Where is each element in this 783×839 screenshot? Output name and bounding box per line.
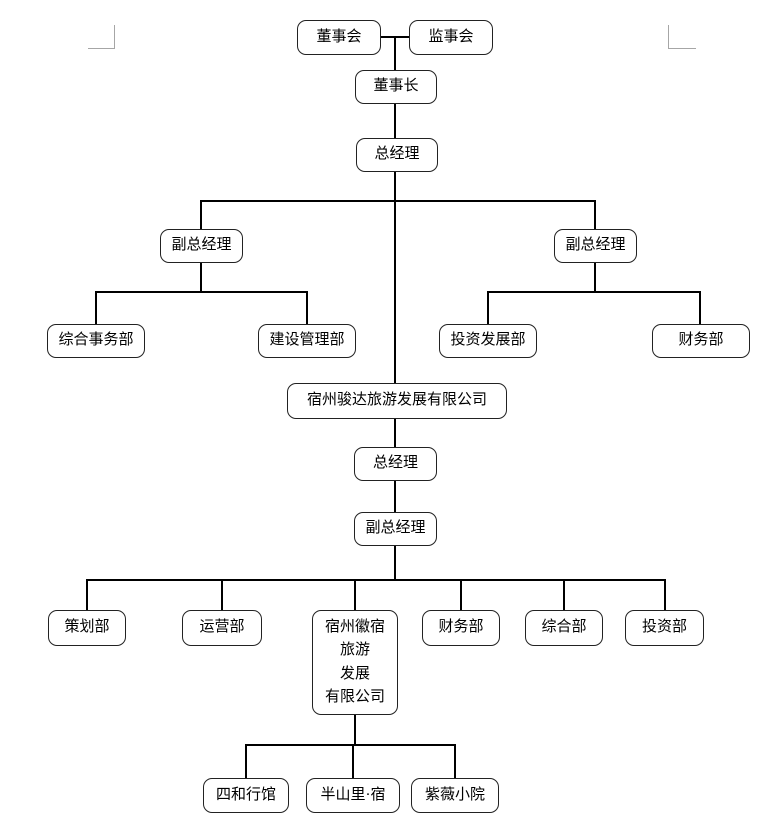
connector-left-branch-horizontal [95, 291, 308, 293]
connector-dgm-left-drop [200, 200, 202, 229]
org-node-general-affairs-dept: 综合事务部 [47, 324, 145, 358]
connector-sihe-drop [245, 744, 247, 778]
connector-dgm-right-drop [594, 200, 596, 229]
org-node-dgm-right: 副总经理 [554, 229, 637, 263]
org-node-operations-dept: 运营部 [182, 610, 262, 646]
connector-operations-drop [221, 579, 223, 610]
org-node-board: 董事会 [297, 20, 381, 55]
org-node-banshanli-su: 半山里·宿 [306, 778, 400, 813]
connector-dept-row-horizontal [86, 579, 666, 581]
org-node-company-huisu: 宿州徽宿 旅游 发展 有限公司 [312, 610, 398, 715]
org-node-construction-dept: 建设管理部 [258, 324, 356, 358]
org-node-supervisory: 监事会 [409, 20, 493, 55]
org-node-ziwei-courtyard: 紫薇小院 [411, 778, 499, 813]
connector-right-branch-horizontal [487, 291, 701, 293]
connector-construction-drop [306, 291, 308, 324]
org-node-finance-dept-1: 财务部 [652, 324, 750, 358]
connector-finance1-drop [699, 291, 701, 324]
connector-investment-dev-drop [487, 291, 489, 324]
connector-ziwei-drop [454, 744, 456, 778]
connector-huisu-down [354, 715, 356, 746]
connector-to-chairman [394, 37, 396, 70]
connector-junda-gm [394, 419, 396, 447]
org-node-gm-junda: 总经理 [354, 447, 437, 481]
org-node-dgm-left: 副总经理 [160, 229, 243, 263]
org-node-dgm-junda: 副总经理 [354, 512, 437, 546]
connector-gm-trunk [394, 172, 396, 383]
connector-dgm-branch-horizontal [200, 200, 596, 202]
connector-dgm-left-down [200, 263, 202, 293]
page-corner-mark-top-left [88, 25, 115, 49]
connector-general-dept-drop [563, 579, 565, 610]
org-node-company-junda: 宿州骏达旅游发展有限公司 [287, 383, 507, 419]
connector-planning-drop [86, 579, 88, 610]
org-node-investment-dept: 投资部 [625, 610, 704, 646]
connector-banshanli-drop [352, 744, 354, 778]
org-node-sihe-guesthouse: 四和行馆 [203, 778, 289, 813]
org-node-gm-top: 总经理 [356, 138, 438, 172]
connector-general-affairs-drop [95, 291, 97, 324]
org-node-planning-dept: 策划部 [48, 610, 126, 646]
org-node-general-dept: 综合部 [525, 610, 603, 646]
connector-huisu-drop [354, 579, 356, 610]
page-corner-mark-top-right [668, 25, 696, 49]
connector-hotel-row-horizontal [245, 744, 456, 746]
connector-dgm-right-down [594, 263, 596, 293]
org-node-investment-dev-dept: 投资发展部 [439, 324, 537, 358]
org-node-finance-dept-2: 财务部 [422, 610, 500, 646]
connector-gm-dgm2 [394, 481, 396, 512]
connector-finance2-drop [460, 579, 462, 610]
org-node-chairman: 董事长 [355, 70, 437, 104]
connector-dgm2-down [394, 546, 396, 581]
connector-chairman-gm [394, 104, 396, 138]
connector-investment-dept-drop [664, 579, 666, 610]
